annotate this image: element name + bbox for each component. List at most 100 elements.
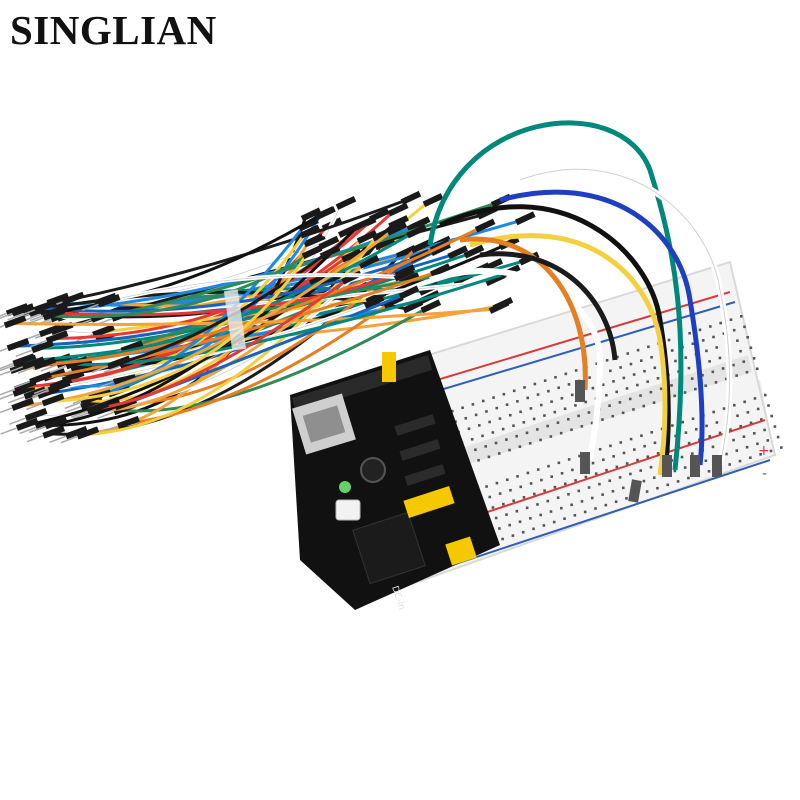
- breadboard-hole: [580, 500, 584, 503]
- breadboard-hole: [704, 459, 708, 463]
- wire-tip: [11, 397, 35, 411]
- breadboard-hole: [563, 407, 567, 411]
- wire-strand: [68, 199, 406, 302]
- breadboard-hole: [756, 442, 759, 446]
- breadboard-hole: [656, 486, 659, 490]
- wire-tip: [76, 426, 100, 440]
- breadboard-hole: [529, 482, 533, 485]
- wire-tip: [41, 393, 65, 407]
- breadboard-hole: [543, 414, 546, 417]
- breadboard-hole: [516, 400, 519, 403]
- wire-pin: [60, 435, 78, 444]
- wire-tip: [363, 294, 385, 309]
- wire-tip: [65, 426, 88, 440]
- breadboard-hole: [523, 386, 526, 389]
- wire-pin: [15, 349, 33, 358]
- wire-pin: [97, 411, 115, 419]
- breadboard-hole: [646, 455, 650, 458]
- breadboard-hole: [753, 397, 757, 400]
- wire-tip: [117, 415, 140, 430]
- capacitor: [360, 457, 386, 483]
- breadboard-hole: [749, 456, 752, 460]
- breadboard-hole: [598, 482, 601, 486]
- breadboard-hole: [522, 496, 526, 499]
- breadboard-hole: [536, 503, 539, 506]
- breadboard-hole: [526, 471, 530, 475]
- wire-tip: [44, 416, 68, 430]
- breadboard-hole: [633, 448, 636, 451]
- breadboard-hole: [481, 399, 485, 403]
- wire-strand: [119, 307, 427, 413]
- wire-tip: [22, 356, 45, 370]
- wire-tip: [3, 315, 27, 329]
- breadboard-hole: [756, 407, 760, 411]
- breadboard-hole: [767, 404, 770, 407]
- wire-pin: [64, 401, 81, 410]
- wire-pin: [49, 435, 66, 444]
- breadboard-hole: [477, 458, 480, 462]
- breadboard-hole: [759, 453, 762, 456]
- breadboard-hole: [722, 332, 726, 335]
- wire-tip: [387, 202, 409, 217]
- breadboard-hole: [488, 420, 491, 424]
- wire-tip: [319, 245, 341, 260]
- wire-tip: [398, 285, 420, 300]
- wire-pin: [0, 312, 13, 319]
- breadboard-hole: [461, 406, 464, 410]
- breadboard-hole: [673, 469, 677, 473]
- breadboard-hole: [643, 444, 646, 448]
- breadboard-hole: [491, 506, 495, 509]
- wire-tip: [352, 217, 373, 232]
- wire-tip: [356, 230, 378, 244]
- wire-tip: [374, 236, 395, 251]
- breadboard-hole: [492, 396, 495, 399]
- breadboard-hole: [602, 458, 605, 462]
- wire-tip: [488, 299, 510, 314]
- breadboard-hole: [749, 421, 753, 425]
- wire-strand: [52, 214, 320, 314]
- breadboard-hole: [712, 410, 715, 414]
- breadboard-hole: [498, 527, 501, 530]
- cable-tie: [223, 289, 247, 351]
- breadboard-hole: [540, 478, 543, 482]
- breadboard-hole: [683, 466, 687, 469]
- breadboard-hole: [743, 400, 746, 404]
- breadboard-hole: [525, 431, 529, 435]
- breadboard-hole: [715, 346, 719, 349]
- breadboard-hole: [738, 459, 742, 463]
- rail-red-top: [386, 291, 731, 396]
- breadboard-hole: [536, 468, 540, 471]
- breadboard-hole: [608, 404, 611, 408]
- breadboard-hole: [488, 495, 492, 499]
- breadboard-hole: [673, 394, 677, 398]
- wire-pin: [103, 365, 121, 373]
- wire-pin: [17, 366, 35, 374]
- breadboard-hole: [567, 492, 570, 496]
- breadboard-hole: [590, 496, 594, 500]
- breadboard-hole: [550, 400, 553, 403]
- breadboard-hole: [621, 411, 625, 415]
- breadboard-hole: [505, 438, 508, 441]
- breadboard-hole: [598, 447, 602, 451]
- breadboard-hole: [653, 366, 657, 370]
- wire-yellow: [469, 233, 668, 476]
- wire-pin: [24, 313, 41, 322]
- breadboard-hole: [649, 390, 653, 394]
- breadboard-hole: [621, 486, 625, 490]
- breadboard-hole: [547, 389, 550, 393]
- breadboard-hole: [728, 463, 731, 466]
- breadboard-hole: [745, 370, 749, 374]
- wire-tip: [42, 425, 66, 439]
- wire-tip: [299, 224, 321, 239]
- breadboard-hole: [595, 362, 599, 366]
- wire-strand: [49, 244, 325, 319]
- breadboard-hole: [580, 425, 584, 428]
- breadboard-hole: [725, 452, 728, 456]
- breadboard-hole: [508, 523, 512, 527]
- wire-tip: [429, 263, 451, 278]
- breadboard-hole: [760, 418, 763, 421]
- wire-pin: [29, 425, 46, 434]
- wire-tip: [61, 291, 85, 305]
- breadboard-hole: [571, 468, 574, 472]
- breadboard-hole: [626, 352, 630, 355]
